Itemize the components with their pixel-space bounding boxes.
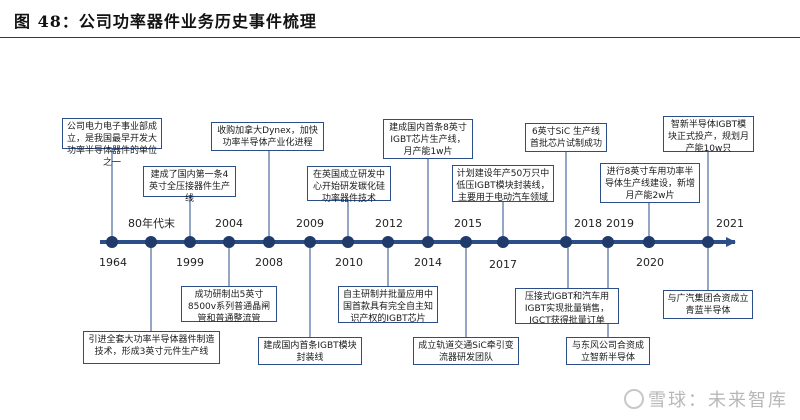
event-box-bottom-2012: 自主研制并批量应用中国首款具有完全自主知识产权的IGBT芯片	[338, 286, 438, 324]
event-box-bottom-2009: 建成国内首条IGBT模块封装线	[258, 337, 362, 365]
timeline-dot	[145, 236, 157, 248]
event-box-top-2010: 在英国成立研发中心开始研发碳化硅功率器件技术	[307, 166, 391, 204]
event-box-bottom-2004: 成功研制出5英寸8500v系列普通晶闸管和普通整流管	[181, 286, 277, 324]
timeline-dot	[460, 236, 472, 248]
snowball-logo-icon	[624, 389, 644, 409]
timeline-dot	[643, 236, 655, 248]
page-title: 图 48：公司功率器件业务历史事件梳理	[14, 12, 317, 31]
event-box-top-2021: 智新半导体IGBT模块正式投产，规划月产能10w只	[663, 116, 754, 154]
timeline-dot	[263, 236, 275, 248]
year-label-1964: 1964	[99, 256, 127, 269]
year-label-2021: 2021	[716, 217, 744, 230]
timeline-dot	[304, 236, 316, 248]
timeline-dot	[184, 236, 196, 248]
event-box-top-2014: 建成国内首条8英寸IGBT芯片生产线，月产能1w片	[383, 119, 473, 159]
year-label-80s: 80年代末	[128, 217, 175, 230]
timeline-dot	[702, 236, 714, 248]
event-box-top-2008: 收购加拿大Dynex，加快功率半导体产业化进程	[211, 122, 324, 151]
event-box-top-2017: 计划建设年产50万只中低压IGBT模块封装线，主要用于电动汽车领域	[452, 165, 554, 203]
year-label-2009: 2009	[296, 217, 324, 230]
timeline-dot	[602, 236, 614, 248]
year-label-2012: 2012	[375, 217, 403, 230]
timeline-dot	[342, 236, 354, 248]
year-label-2004: 2004	[215, 217, 243, 230]
year-label-2010: 2010	[335, 256, 363, 269]
watermark-text: 雪球：未来智库	[648, 390, 788, 411]
event-box-bottom-2015: 成立轨道交通SiC牵引变流器研发团队	[413, 337, 519, 365]
event-box-bottom-2021: 与广汽集团合资成立青蓝半导体	[663, 290, 753, 319]
year-label-2017: 2017	[489, 258, 517, 271]
event-box-top-1964: 公司电力电子事业部成立，是我国最早开发大功率半导体器件的单位之一	[62, 118, 162, 168]
title-bar: 图 48：公司功率器件业务历史事件梳理	[0, 0, 800, 38]
event-box-bottom-2018: 压接式IGBT和汽车用IGBT实现批量销售，IGCT获得批量订单	[515, 288, 619, 326]
year-label-2018: 2018	[574, 217, 602, 230]
timeline-dot	[422, 236, 434, 248]
timeline-dot	[223, 236, 235, 248]
year-label-2014: 2014	[414, 256, 442, 269]
watermark: 雪球：未来智库	[624, 386, 788, 412]
year-label-2019: 2019	[606, 217, 634, 230]
year-label-1999: 1999	[176, 256, 204, 269]
year-label-2020: 2020	[636, 256, 664, 269]
timeline-dot	[560, 236, 572, 248]
year-label-2008: 2008	[255, 256, 283, 269]
timeline-dot	[497, 236, 509, 248]
event-box-top-2020: 进行8英寸车用功率半导体生产线建设，新增月产能2w片	[600, 163, 700, 203]
event-box-bottom-2019: 与东风公司合资成立智新半导体	[566, 337, 650, 365]
timeline-dot	[382, 236, 394, 248]
timeline-dot	[106, 236, 118, 248]
event-box-bottom-80s: 引进全套大功率半导体器件制造技术，形成3英寸元件生产线	[83, 331, 220, 364]
year-label-2015: 2015	[454, 217, 482, 230]
event-box-top-80s: 建成了国内第一条4英寸全压接器件生产线	[143, 166, 236, 204]
event-box-top-2018: 6英寸SiC 生产线首批芯片试制成功	[525, 123, 607, 152]
